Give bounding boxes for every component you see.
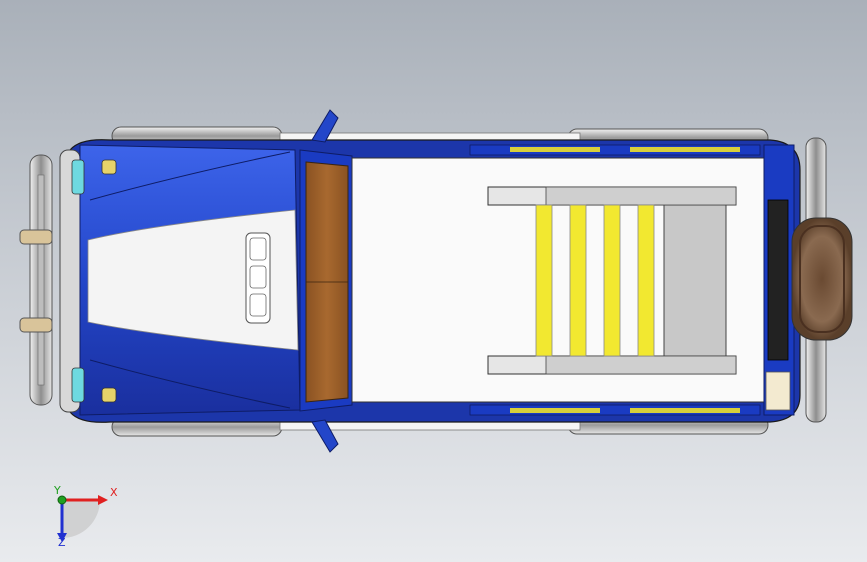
mirror-top [311, 109, 339, 143]
mirror-bottom [311, 419, 339, 453]
hood [79, 144, 301, 416]
z-axis-label: Z [58, 536, 66, 548]
side-window-strip-top [469, 144, 761, 156]
front-bull-bar [19, 154, 53, 406]
side-window-strip-bottom [469, 404, 761, 416]
rear-step [765, 371, 791, 411]
side-window-glint-bottom [510, 408, 600, 413]
rear-window [767, 199, 789, 361]
x-axis-arrow-icon [98, 495, 108, 505]
x-axis-label: X [110, 486, 118, 499]
windshield-dashboard [299, 149, 353, 412]
fog-lamp-top [101, 159, 117, 175]
headlight-top [71, 159, 85, 195]
fog-lamp-bottom [101, 387, 117, 403]
spare-tire [791, 217, 853, 341]
triad-plane-shading [62, 500, 100, 538]
y-axis-label: Y [53, 484, 61, 497]
side-window-glint-top [510, 147, 600, 152]
coordinate-triad: X Y Z [53, 484, 118, 548]
roof-rack [487, 186, 737, 375]
side-window-glint-bottom-2 [630, 408, 740, 413]
y-axis-dot-icon [57, 495, 67, 505]
side-window-glint-top-2 [630, 147, 740, 152]
headlight-bottom [71, 367, 85, 403]
z-axis-arrow-icon [57, 533, 67, 542]
